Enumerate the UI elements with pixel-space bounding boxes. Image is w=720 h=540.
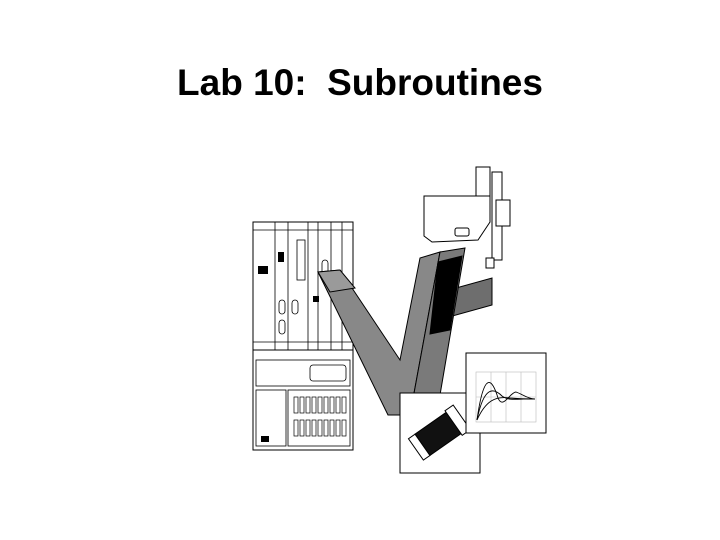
v-plus-logo-icon bbox=[317, 247, 493, 417]
controller-rack-icon bbox=[252, 221, 354, 451]
scara-robot-icon bbox=[423, 166, 511, 269]
slide-title: Lab 10: Subroutines bbox=[177, 62, 543, 103]
response-graph-icon bbox=[465, 352, 547, 434]
